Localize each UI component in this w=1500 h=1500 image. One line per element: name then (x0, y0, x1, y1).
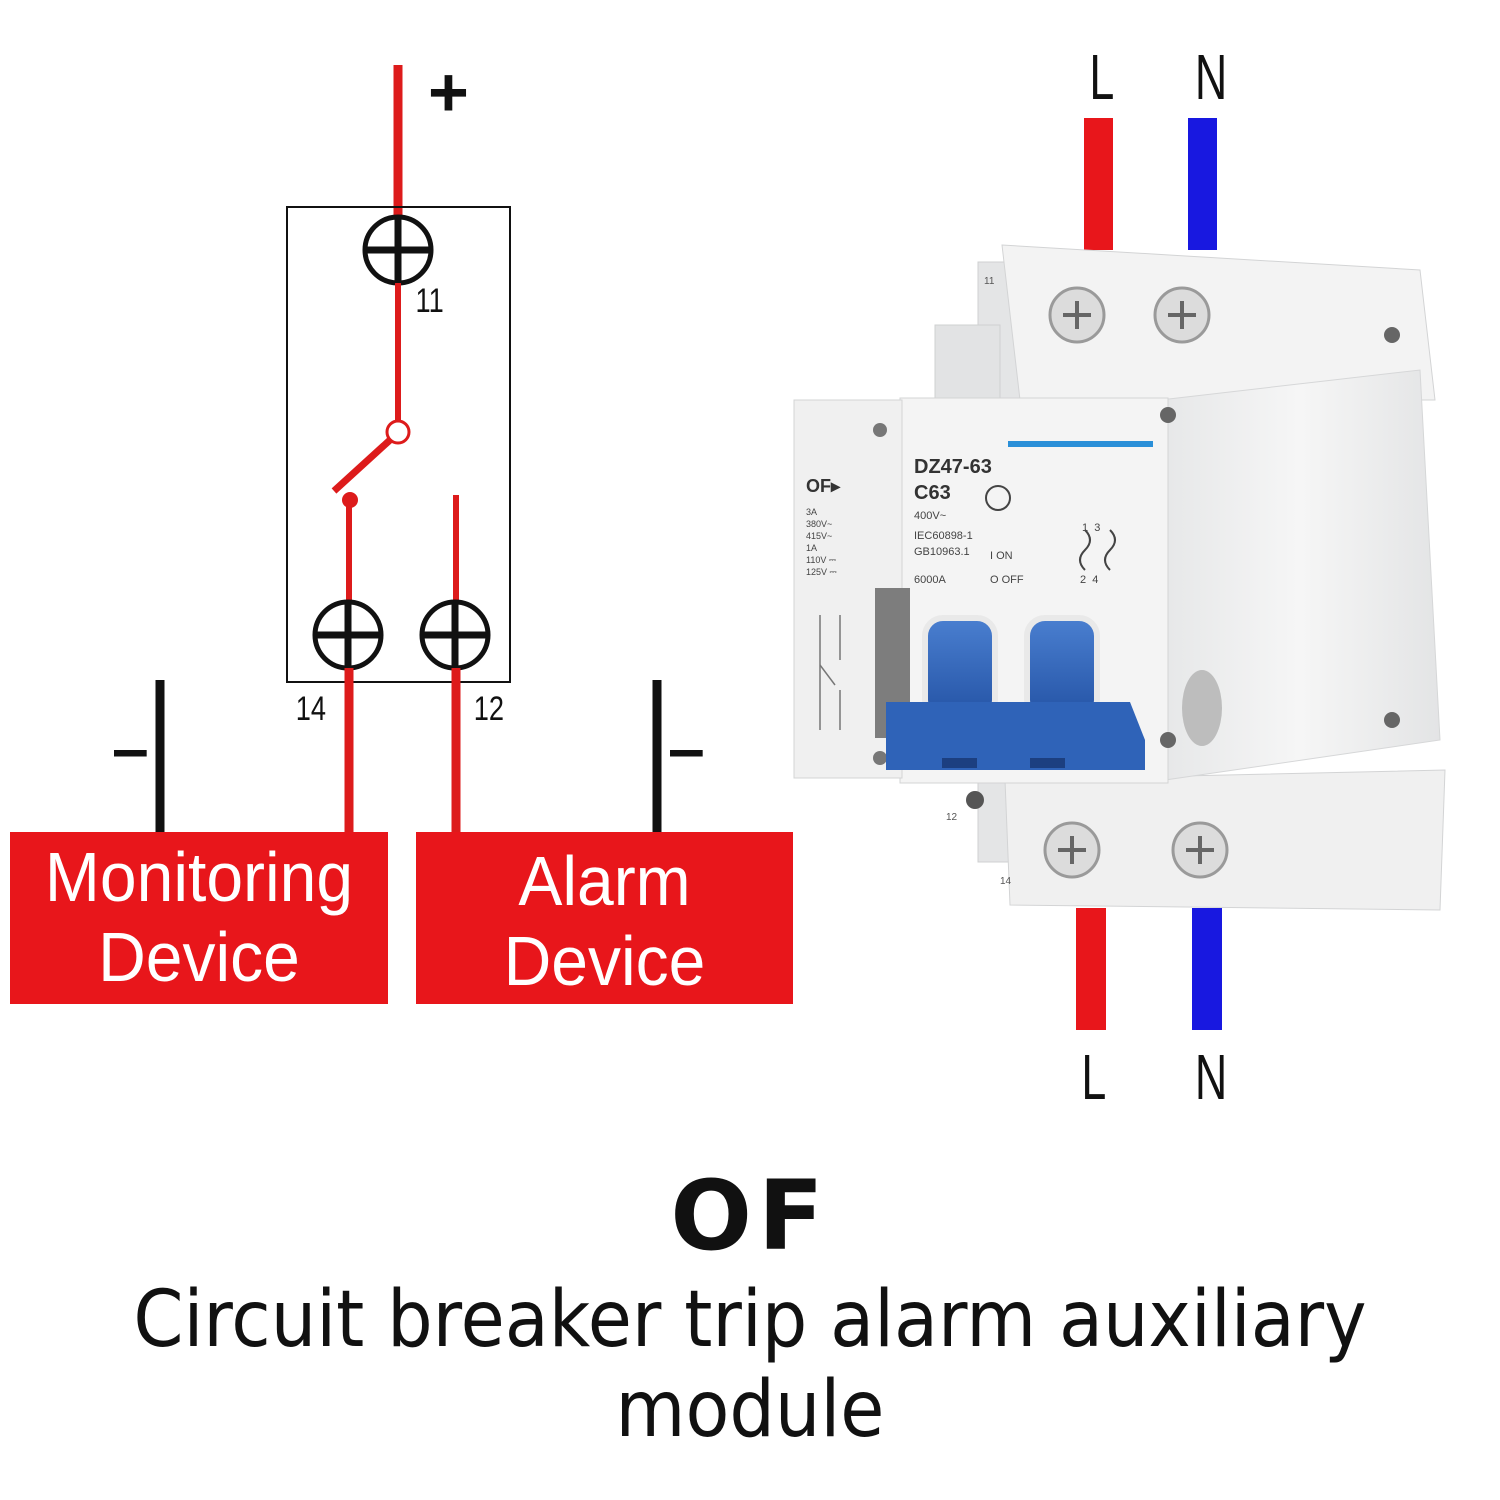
neutral-wire-bottom (1192, 908, 1222, 1030)
switch-pivot (385, 419, 411, 445)
top-screw-line (1048, 286, 1106, 344)
circuit-numbers-bottom: 2 4 (1080, 574, 1099, 586)
aux-spec: 125V ⎓ (806, 567, 837, 577)
aux-terminal-bottom: 14 (1000, 876, 1012, 887)
aux-spec: 110V ⎓ (806, 555, 837, 565)
alarm-line2: Device (503, 921, 706, 1000)
monitoring-line2: Device (98, 917, 300, 996)
bottom-screw-neutral (1171, 821, 1229, 879)
aux-spec: 380V~ (806, 519, 833, 529)
line-label-top: L (1089, 41, 1115, 113)
plus-symbol: + (428, 53, 469, 131)
aux-spec: 3A (806, 507, 818, 517)
line-wire-top (1084, 118, 1113, 250)
neutral-label-top: N (1194, 41, 1228, 113)
monitoring-device-label: Monitoring Device (10, 838, 388, 997)
breaker-breaking-capacity: 6000A (914, 574, 946, 586)
minus-symbol-left: – (112, 711, 149, 785)
rivet-hole (1384, 712, 1400, 728)
breaker-illustration (793, 118, 1446, 1030)
aux-spec: 1A (806, 543, 818, 553)
terminal-label-11: 11 (415, 282, 444, 320)
rivet-hole (1384, 327, 1400, 343)
aux-terminal-top: 11 (984, 276, 995, 287)
minus-symbol-right: – (668, 711, 705, 785)
tie-bar-slot (1030, 758, 1065, 768)
line-wire-bottom (1076, 908, 1106, 1030)
tie-bar-slot (942, 758, 977, 768)
switch-blade (331, 437, 393, 494)
neutral-wire-top (1188, 118, 1217, 250)
switch-housing (286, 206, 511, 683)
blue-stripe (1008, 441, 1153, 447)
top-terminal-block (1001, 244, 1436, 401)
line-label-bottom: L (1081, 1041, 1107, 1113)
monitoring-device-box (10, 832, 388, 1004)
handle-tie-bar[interactable] (886, 702, 1145, 770)
breaker-rating: C63 (914, 482, 951, 504)
rivet-hole (873, 751, 887, 765)
circuit-numbers-top: 1 3 (1082, 522, 1101, 534)
terminal-14-screw (312, 599, 384, 671)
caption-subtitle: Circuit breaker trip alarm auxiliary mod… (133, 1275, 1367, 1455)
aux-spec: 415V~ (806, 531, 833, 541)
terminal-label-12: 12 (473, 690, 505, 728)
monitoring-line1: Monitoring (44, 838, 354, 916)
breaker-standard1: IEC60898-1 (914, 530, 973, 542)
breaker-voltage: 400V~ (914, 510, 947, 522)
aux-terminal-mid: 12 (946, 812, 958, 823)
alarm-line1: Alarm (518, 842, 691, 920)
side-opening (1182, 670, 1222, 746)
breaker-standard2: GB10963.1 (914, 546, 970, 558)
ce-mark (985, 485, 1011, 511)
aux-spec-list: 3A 380V~ 415V~ 1A 110V ⎓ 125V ⎓ (806, 506, 837, 578)
caption-title: OF (670, 1160, 830, 1272)
breaker-model: DZ47-63 (914, 456, 992, 478)
alarm-device-label: Alarm Device (416, 842, 793, 1001)
coil-symbol (1079, 529, 1116, 571)
top-screw-neutral (1153, 286, 1211, 344)
aux-module-label: OF▸ (806, 476, 841, 496)
terminal-11-screw (362, 214, 434, 286)
terminal-label-14: 14 (295, 690, 327, 728)
alarm-device-box (416, 832, 793, 1004)
rivet-hole (873, 423, 887, 437)
wiring-diagram (10, 65, 793, 1004)
aux-led (966, 791, 984, 809)
rivet-hole (1160, 732, 1176, 748)
rivet-hole (1160, 407, 1176, 423)
breaker-on-label: I ON (990, 550, 1013, 562)
terminal-12-screw (419, 599, 491, 671)
bottom-screw-line (1043, 821, 1101, 879)
neutral-label-bottom: N (1194, 1041, 1228, 1113)
aux-symbol (819, 615, 841, 730)
breaker-off-label: O OFF (990, 574, 1024, 586)
